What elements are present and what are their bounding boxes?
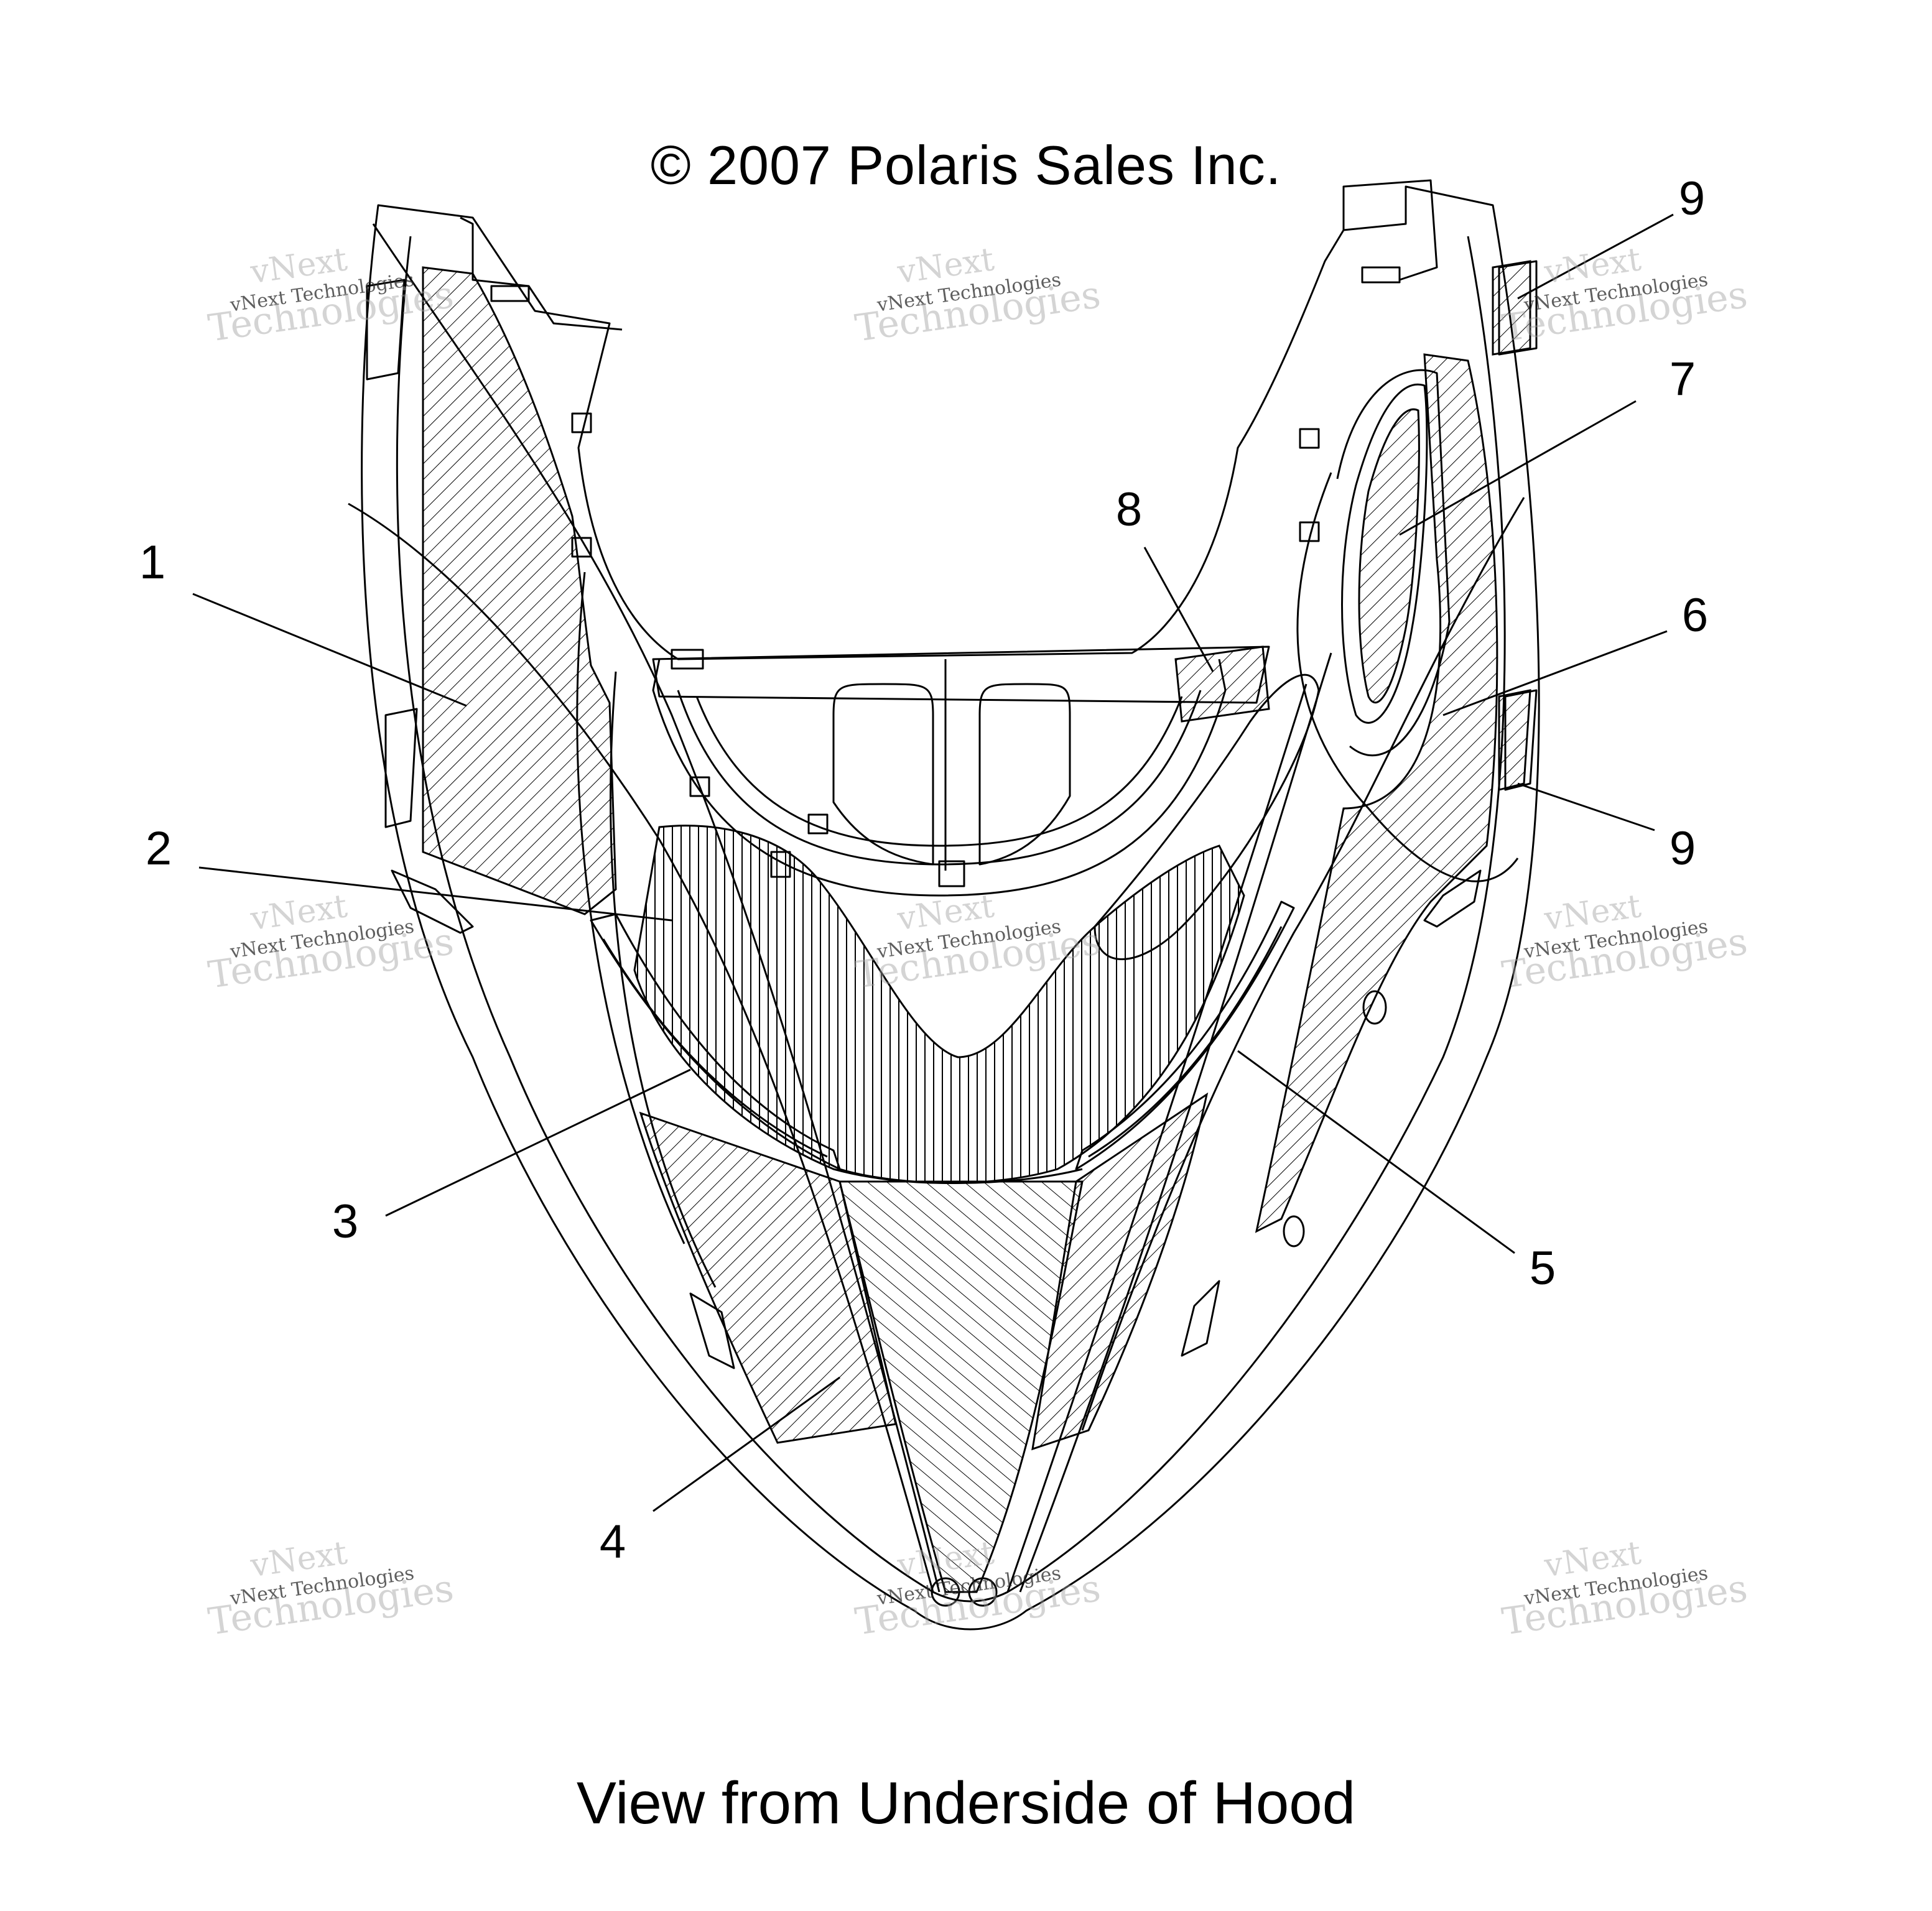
diagram-caption: View from Underside of Hood: [576, 1770, 1356, 1836]
decal-6: [1255, 353, 1498, 1233]
callout-7: 7: [1669, 353, 1696, 405]
callout-5: 5: [1529, 1242, 1556, 1295]
decal-4-center: [838, 1180, 1084, 1593]
callout-4: 4: [599, 1515, 626, 1568]
decal-7: [1358, 408, 1420, 704]
callout-2: 2: [145, 822, 172, 875]
callout-1: 1: [139, 536, 166, 589]
decal-2: [633, 825, 1245, 1184]
decal-4-left: [639, 1111, 897, 1444]
decal-8: [1174, 645, 1270, 723]
copyright-text: © 2007 Polaris Sales Inc.: [650, 134, 1282, 196]
decal-9-top: [1492, 260, 1531, 356]
callout-3: 3: [332, 1195, 359, 1248]
hood-outline: [361, 185, 1540, 1631]
callout-9-top: 9: [1678, 172, 1706, 225]
callout-6: 6: [1681, 589, 1709, 642]
callout-8: 8: [1115, 483, 1143, 536]
callout-9-bottom: 9: [1669, 822, 1696, 875]
decal-9-bottom: [1498, 689, 1531, 791]
decal-1: [422, 266, 617, 915]
